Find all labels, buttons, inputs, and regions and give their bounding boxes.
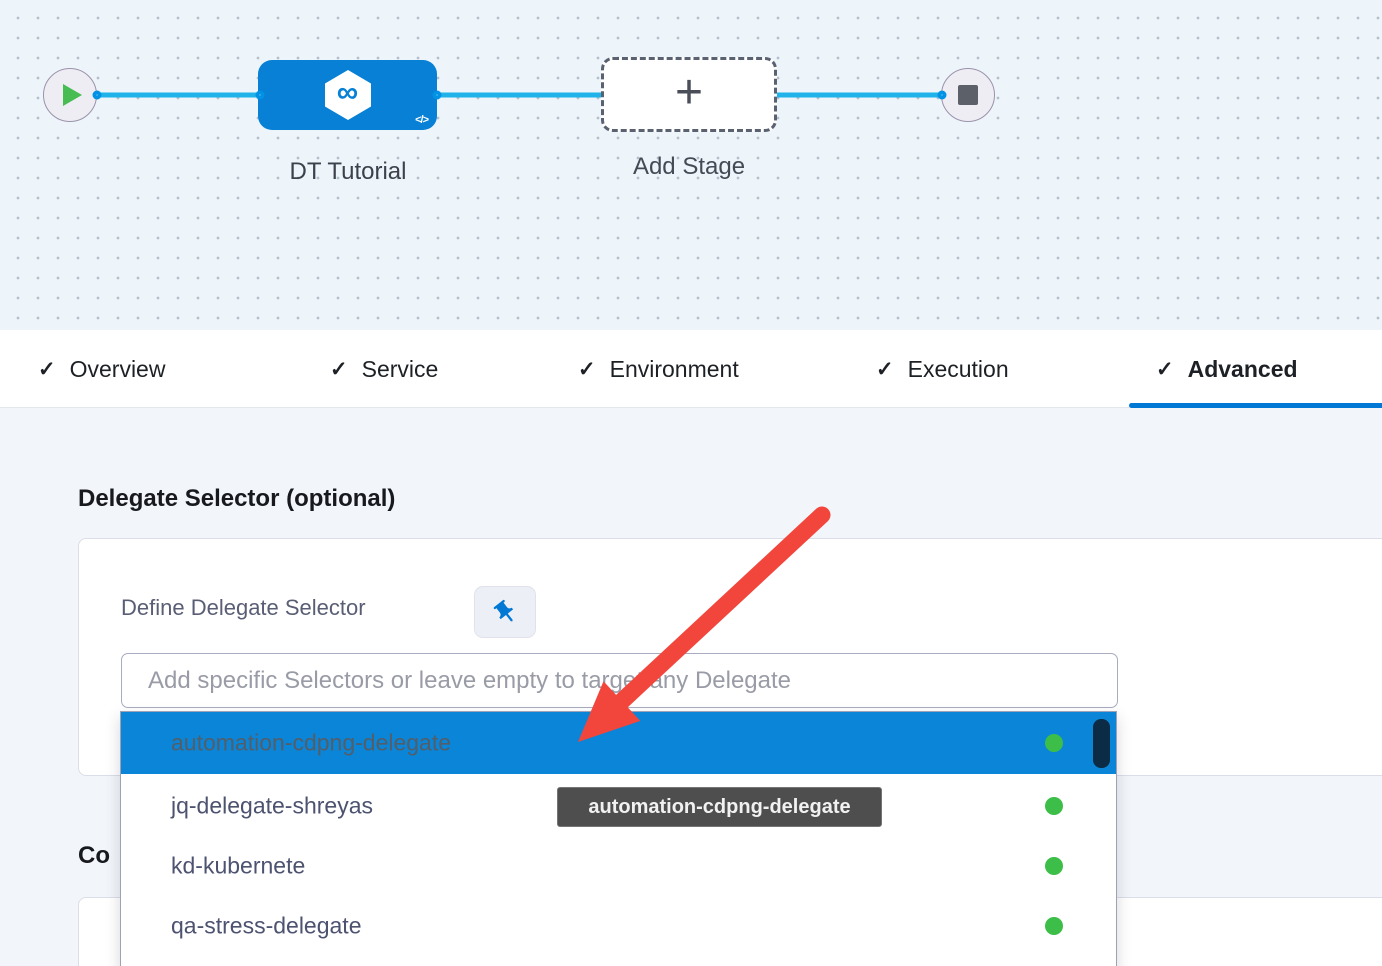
check-icon: ✓	[876, 357, 894, 381]
pin-icon	[493, 599, 513, 621]
advanced-panel: Delegate Selector (optional) Define Dele…	[0, 408, 1382, 966]
tab-service[interactable]: ✓ Service	[330, 330, 438, 408]
connector-port[interactable]	[432, 90, 442, 100]
stage-tabs: ✓ Overview ✓ Service ✓ Environment ✓ Exe…	[0, 330, 1382, 408]
add-stage-button[interactable]: +	[601, 57, 777, 132]
connector-port[interactable]	[92, 90, 102, 100]
tab-label: Advanced	[1187, 355, 1298, 382]
option-label: automation-cdpng-delegate	[171, 729, 452, 756]
check-icon: ✓	[1156, 357, 1174, 381]
play-icon	[63, 84, 82, 106]
tab-execution[interactable]: ✓ Execution	[876, 330, 1009, 408]
check-icon: ✓	[330, 357, 348, 381]
code-icon: </>	[415, 114, 429, 126]
plus-icon: +	[674, 65, 704, 119]
delegate-selector-input[interactable]	[121, 653, 1118, 708]
dropdown-scrollbar-thumb[interactable]	[1093, 719, 1110, 768]
tab-label: Execution	[907, 355, 1009, 382]
tab-label: Overview	[69, 355, 166, 382]
define-delegate-selector-label: Define Delegate Selector	[121, 595, 366, 620]
option-label: kd-kubernete	[171, 852, 306, 879]
tab-environment[interactable]: ✓ Environment	[578, 330, 739, 408]
active-tab-indicator	[1129, 403, 1382, 408]
status-dot-connected	[1045, 917, 1063, 935]
connector-port[interactable]	[937, 90, 947, 100]
dropdown-option[interactable]: kd-kubernete	[121, 836, 1116, 896]
dropdown-option-selected[interactable]: automation-cdpng-delegate	[121, 712, 1116, 774]
delegate-selector-section-title: Delegate Selector (optional)	[78, 485, 396, 512]
pipeline-start-node[interactable]	[43, 68, 97, 122]
dropdown-option[interactable]: jq-delegate-shreyas	[121, 776, 1116, 836]
next-section-title-partial: Co	[78, 842, 110, 869]
option-label: qa-stress-delegate	[171, 912, 362, 939]
tab-advanced[interactable]: ✓ Advanced	[1156, 330, 1298, 408]
option-label: jq-delegate-shreyas	[171, 792, 374, 819]
tab-label: Environment	[609, 355, 739, 382]
check-icon: ✓	[578, 357, 596, 381]
status-dot-connected	[1045, 857, 1063, 875]
delegate-tooltip: automation-cdpng-delegate	[557, 787, 882, 827]
stage-node-dt-tutorial[interactable]: ∞ </>	[258, 60, 437, 130]
cd-stage-icon: ∞	[322, 68, 374, 122]
pipeline-canvas[interactable]: ∞ </> + DT Tutorial Add Stage	[0, 0, 1382, 330]
stage-label: DT Tutorial	[289, 158, 407, 185]
tab-overview[interactable]: ✓ Overview	[38, 330, 165, 408]
delegate-dropdown: automation-cdpng-delegate jq-delegate-sh…	[120, 711, 1117, 966]
check-icon: ✓	[38, 357, 56, 381]
connector-port[interactable]	[255, 90, 265, 100]
add-stage-label: Add Stage	[632, 153, 746, 180]
dropdown-option[interactable]: qa-stress-delegate	[121, 896, 1116, 956]
status-dot-connected	[1045, 797, 1063, 815]
pipeline-end-node[interactable]	[941, 68, 995, 122]
stop-icon	[958, 85, 978, 105]
tab-label: Service	[361, 355, 439, 382]
pin-button[interactable]	[474, 586, 536, 638]
status-dot-connected	[1045, 734, 1063, 752]
infinity-icon: ∞	[336, 76, 359, 109]
